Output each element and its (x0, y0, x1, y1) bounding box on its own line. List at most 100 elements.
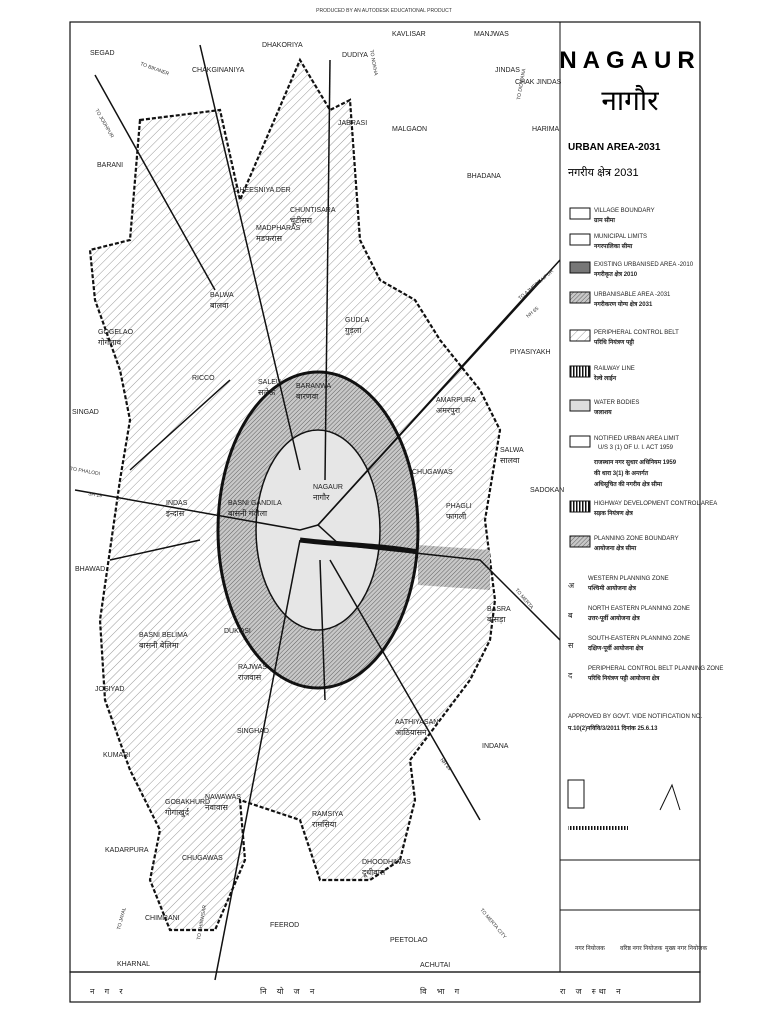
village-label: SADOKAN (530, 487, 564, 494)
legend-label: HIGHWAY DEVELOPMENT CONTROL AREA (594, 501, 717, 507)
legend-label: RAILWAY LINE (594, 366, 635, 372)
zone-label: WESTERN PLANNING ZONE (588, 576, 669, 582)
village-label: INDANA (482, 743, 509, 750)
village-label-hi: नागौर (313, 492, 330, 502)
scale-box (567, 779, 585, 809)
legend-label: WATER BODIES (594, 400, 639, 406)
village-label: CHIMRANI (145, 915, 180, 922)
zone-symbol: द (568, 671, 573, 680)
village-label: MANJWAS (474, 31, 509, 38)
village-label: MALGAON (392, 126, 427, 133)
legend-label: PLANNING ZONE BOUNDARY (594, 536, 679, 542)
village-label-hi: इन्दास (166, 509, 185, 518)
village-label-hi: गुड़ला (345, 326, 362, 336)
village-label: BASRA (487, 606, 511, 613)
footer-word: नि यो ज न (260, 986, 318, 996)
village-label-hi: गोगेलाव (98, 337, 122, 347)
header-note: PRODUCED BY AN AUTODESK EDUCATIONAL PROD… (316, 8, 452, 14)
notified-limit-icon (569, 435, 591, 448)
road-label: TO PHALODI (70, 466, 101, 477)
legend-label: PERIPHERAL CONTROL BELT (594, 330, 679, 336)
zone-label-hi: दक्षिण-पूर्वी आयोजना क्षेत्र (587, 644, 644, 652)
peripheral-belt-icon (569, 329, 591, 342)
road-label: TO MERTA CITY (478, 907, 507, 940)
village-label: CHAKGINANIYA (192, 67, 245, 74)
road-label: TO BIKANER (139, 61, 170, 77)
village-label: NAGAUR (313, 484, 343, 491)
zone-label-hi: पश्चिमी आयोजना क्षेत्र (587, 584, 637, 592)
village-label: BARANWA (296, 383, 331, 390)
zone-symbol: ब (568, 611, 573, 620)
existing-urbanised-icon (569, 261, 591, 274)
village-label-hi: राजवास (238, 673, 262, 682)
village-label: SINGAD (72, 409, 99, 416)
map-subtitle-hi: नगरीय क्षेत्र 2031 (568, 166, 639, 179)
legend-label: VILLAGE BOUNDARY (594, 208, 655, 214)
legend-label: MUNICIPAL LIMITS (594, 234, 647, 240)
village-label: GHEESNIYA DER (234, 187, 291, 194)
signature-title: वरिष्ठ नगर नियोजक (620, 944, 663, 952)
village-label: INDAS (166, 500, 188, 507)
footer-word: रा ज स्था न (560, 987, 625, 996)
village-label-hi: मडफरास (256, 234, 283, 243)
village-label: DUDIYA (342, 52, 368, 59)
footer-band (69, 971, 701, 1003)
legend-label-hi: राजस्थान नगर सुधार अधिनियम 1959 (593, 458, 677, 466)
village-label: KHARNAL (117, 961, 150, 968)
zone-symbol: अ (568, 581, 575, 590)
zone-label: PERIPHERAL CONTROL BELT PLANNING ZONE (588, 666, 723, 672)
legend-label-hi: की धारा 3(1) के अन्तर्गत (593, 469, 649, 477)
village-label-hi: दूधीवास (362, 867, 386, 878)
village-boundary-icon (569, 207, 591, 220)
zone-label: NORTH EASTERN PLANNING ZONE (588, 606, 690, 612)
village-label: DUKOSI (224, 628, 251, 635)
village-label: CHUNTISARA (290, 207, 336, 214)
village-label: SEGAD (90, 50, 115, 57)
village-label: SALEU (258, 379, 281, 386)
village-label-hi: बासनी बेलिमा (139, 640, 180, 650)
village-label: BARANI (97, 162, 123, 169)
zone-legend: अ WESTERN PLANNING ZONE पश्चिमी आयोजना क्ष… (568, 576, 723, 682)
map-title-hi: नागौर (601, 84, 659, 116)
legend-label: URBANISABLE AREA -2031 (594, 292, 671, 298)
legend-label-hi: नगरीकरण योग्य क्षेत्र 2031 (593, 300, 653, 308)
village-label: AATHIYASAN (395, 719, 438, 726)
village-label: JABRASI (338, 120, 367, 127)
village-label: RICCO (192, 375, 215, 382)
village-label: CHUGAWAS (412, 469, 453, 476)
village-label: SINGHAD (237, 728, 269, 735)
roads (74, 44, 561, 981)
signature-title: मुख्य नगर नियोजक (665, 944, 707, 952)
legend-label-hi: नगरीकृत क्षेत्र 2010 (593, 270, 638, 278)
legend-label: NOTIFIED URBAN AREA LIMIT (594, 436, 679, 442)
village-label: ACHUTAI (420, 962, 450, 969)
village-label-hi: अमरपुरा (436, 406, 461, 416)
legend-label-hi: आयोजना क्षेत्र सीमा (594, 544, 637, 552)
map-subtitle-en: URBAN AREA-2031 (568, 142, 661, 153)
village-label: NAWAWAS (205, 794, 241, 801)
village-label: KADARPURA (105, 847, 149, 854)
village-label: RAMSIYA (312, 811, 343, 818)
village-label: CHUGAWAS (182, 855, 223, 862)
village-label: KUMARI (103, 752, 130, 759)
legend-label-hi: सड़क नियंत्रण क्षेत्र (593, 509, 634, 517)
village-label: DHAKORIYA (262, 42, 303, 49)
legend-label-hi: अधिसूचित की नगरीय क्षेत्र सीमा (594, 480, 663, 488)
railway-icon (569, 365, 591, 378)
road-label: NH 65 (525, 306, 540, 320)
village-label-hi: नवावास (205, 803, 228, 812)
village-label: GOBAKHURD (165, 799, 210, 806)
municipal-limits-icon (569, 233, 591, 246)
village-label-hi: बासड़ा (487, 615, 506, 624)
village-label-hi: बासनी गंदीला (228, 508, 268, 518)
village-label: PEETOLAO (390, 937, 428, 944)
road-label: TO JAYAL (116, 907, 128, 931)
urbanisable-icon (569, 291, 591, 304)
zone-symbol: स (568, 641, 574, 650)
water-icon (569, 399, 591, 412)
village-label: CHAK JINDAS (515, 79, 562, 86)
village-label-hi: फागली (446, 511, 467, 521)
village-label: HARIMA (532, 126, 560, 133)
